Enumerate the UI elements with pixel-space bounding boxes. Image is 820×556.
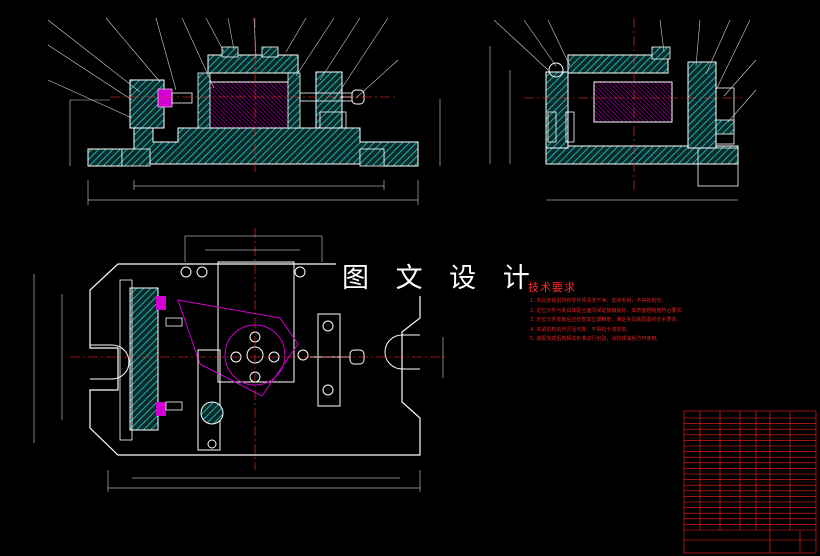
- plan-left-notch: [90, 344, 130, 380]
- watermark-text: 图 文 设 计: [336, 262, 545, 296]
- tech-requirements-title: 技术要求: [528, 281, 576, 294]
- front-leaders: [47, 17, 399, 119]
- plan-bottom-slot: [197, 349, 221, 451]
- front-top-clamp: [221, 46, 239, 58]
- front-slot-left: [121, 148, 151, 167]
- plan-left-rail: [119, 279, 133, 441]
- front-top-clamp-2: [261, 46, 279, 58]
- side-pivot: [548, 62, 564, 78]
- side-view: [489, 18, 757, 201]
- tech-requirement-item: 2. 定位元件与夹具体配合面须保证接触良好，其表面粗糙度符合要求。: [530, 307, 687, 314]
- plan-workpiece-outline: [177, 299, 299, 397]
- side-right-post: [687, 61, 717, 149]
- side-workpiece: [593, 81, 673, 123]
- side-base: [545, 145, 739, 165]
- side-left-post: [545, 71, 569, 149]
- side-right-bolt: [715, 87, 735, 145]
- side-bolt-head: [715, 119, 735, 135]
- front-workpiece: [207, 81, 293, 129]
- plan-gear: [200, 401, 224, 425]
- front-slot-right: [359, 148, 385, 167]
- tech-requirement-item: 5. 装配完成后按相关标准进行检验，涂防锈油后方可使用。: [530, 336, 662, 343]
- side-pin-right: [565, 111, 575, 143]
- tech-requirement-item: 3. 定位元件安装后应检查其位置精度，满足夹具装配图的技术要求。: [530, 317, 682, 324]
- plan-right-clamp: [317, 313, 341, 407]
- tech-requirements-list: 1. 夹具安装前所有零件须清洗干净，去除毛刺，不得有划伤。 2. 定位元件与夹具…: [530, 297, 686, 345]
- plan-right-notch: [384, 334, 420, 370]
- side-pin-left: [547, 111, 557, 143]
- plan-view: [33, 228, 445, 492]
- front-column-right: [287, 72, 301, 129]
- front-left-screw: [171, 92, 193, 104]
- plan-outline: [89, 263, 421, 456]
- side-top-plate: [567, 54, 669, 74]
- side-foot: [697, 147, 739, 187]
- tech-requirement-item: 1. 夹具安装前所有零件须清洗干净，去除毛刺，不得有划伤。: [530, 298, 667, 304]
- front-view: [47, 17, 441, 205]
- front-left-pin: [157, 88, 173, 108]
- plan-left-block: [129, 287, 159, 431]
- title-block: [683, 410, 817, 554]
- front-column-left: [197, 72, 211, 129]
- front-small-block: [319, 111, 347, 129]
- tech-requirement-item: 4. 夹紧机构动作灵活可靠，不得有卡滞现象。: [530, 326, 632, 333]
- side-leaders: [493, 19, 757, 123]
- front-top-cover: [207, 54, 299, 74]
- side-top-clamp: [651, 46, 671, 60]
